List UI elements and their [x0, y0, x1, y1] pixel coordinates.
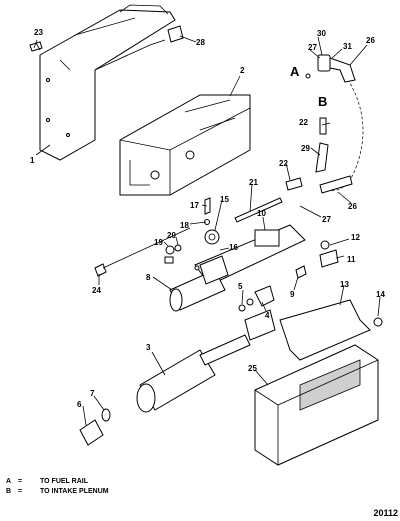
callout-6: 6: [77, 400, 82, 409]
callout-17: 17: [190, 201, 199, 210]
callout-22a: 22: [299, 118, 308, 127]
callout-9: 9: [290, 290, 295, 299]
callout-20: 20: [167, 231, 176, 240]
gasket: [279, 299, 371, 361]
callout-14: 14: [376, 290, 385, 299]
clip: [167, 25, 184, 43]
callout-26b: 26: [348, 202, 357, 211]
callout-16: 16: [229, 243, 238, 252]
view-letter-a: A: [290, 64, 300, 79]
legend-equals: =: [18, 478, 23, 485]
callout-7: 7: [90, 389, 95, 398]
rod: [234, 197, 283, 223]
fuel-hose-line: [324, 74, 364, 192]
callout-1: 1: [30, 156, 35, 165]
callout-5: 5: [238, 282, 243, 291]
legend-text: TO INTAKE PLENUM: [40, 488, 109, 495]
upper-housing: [119, 94, 251, 196]
legend-text: TO FUEL RAIL: [40, 478, 88, 485]
callout-11: 11: [347, 255, 356, 264]
callout-8: 8: [146, 273, 151, 282]
bracket-plate: [39, 4, 176, 161]
callout-15: 15: [220, 195, 229, 204]
callout-27b: 27: [322, 215, 331, 224]
callout-25: 25: [248, 364, 257, 373]
small-fittings: [295, 240, 339, 279]
check-valve-group: [285, 117, 353, 194]
figure-id: 20112: [373, 508, 398, 518]
cap-screw: [373, 317, 383, 327]
callout-21: 21: [249, 178, 258, 187]
callout-13: 13: [340, 280, 349, 289]
screw: [94, 263, 107, 277]
callout-27a: 27: [308, 43, 317, 52]
fuel-pump: [136, 309, 276, 413]
legend-equals: =: [18, 488, 23, 495]
callout-19: 19: [154, 238, 163, 247]
callout-26a: 26: [366, 36, 375, 45]
bolt-set: [164, 244, 200, 271]
callout-31: 31: [343, 42, 352, 51]
leader-lines: [33, 35, 381, 426]
legend-key: A: [6, 478, 12, 485]
callout-12: 12: [351, 233, 360, 242]
fittings: [238, 285, 275, 312]
legend-key: B: [6, 488, 12, 495]
legend-row-b: B = TO INTAKE PLENUM: [6, 488, 109, 495]
outlet-fitting: [79, 408, 111, 446]
fitting-assembly-a: [305, 54, 356, 83]
callout-23: 23: [34, 28, 43, 37]
legend-row-a: A = TO FUEL RAIL: [6, 478, 88, 485]
reservoir-box: [254, 344, 379, 466]
callout-2: 2: [240, 66, 245, 75]
callout-28: 28: [196, 38, 205, 47]
callout-4: 4: [265, 311, 270, 320]
callout-24: 24: [92, 286, 101, 295]
view-letter-b: B: [318, 94, 327, 109]
callout-3: 3: [146, 343, 151, 352]
elbow-housing: [169, 255, 229, 312]
callout-29: 29: [301, 144, 310, 153]
callout-22b: 22: [279, 159, 288, 168]
callout-30: 30: [317, 29, 326, 38]
callout-10: 10: [257, 209, 266, 218]
callout-numbers: 1 2 3 4 5 6 7 8 9 10 11 12 13 14 15 16 1…: [30, 28, 385, 409]
callout-18: 18: [180, 221, 189, 230]
